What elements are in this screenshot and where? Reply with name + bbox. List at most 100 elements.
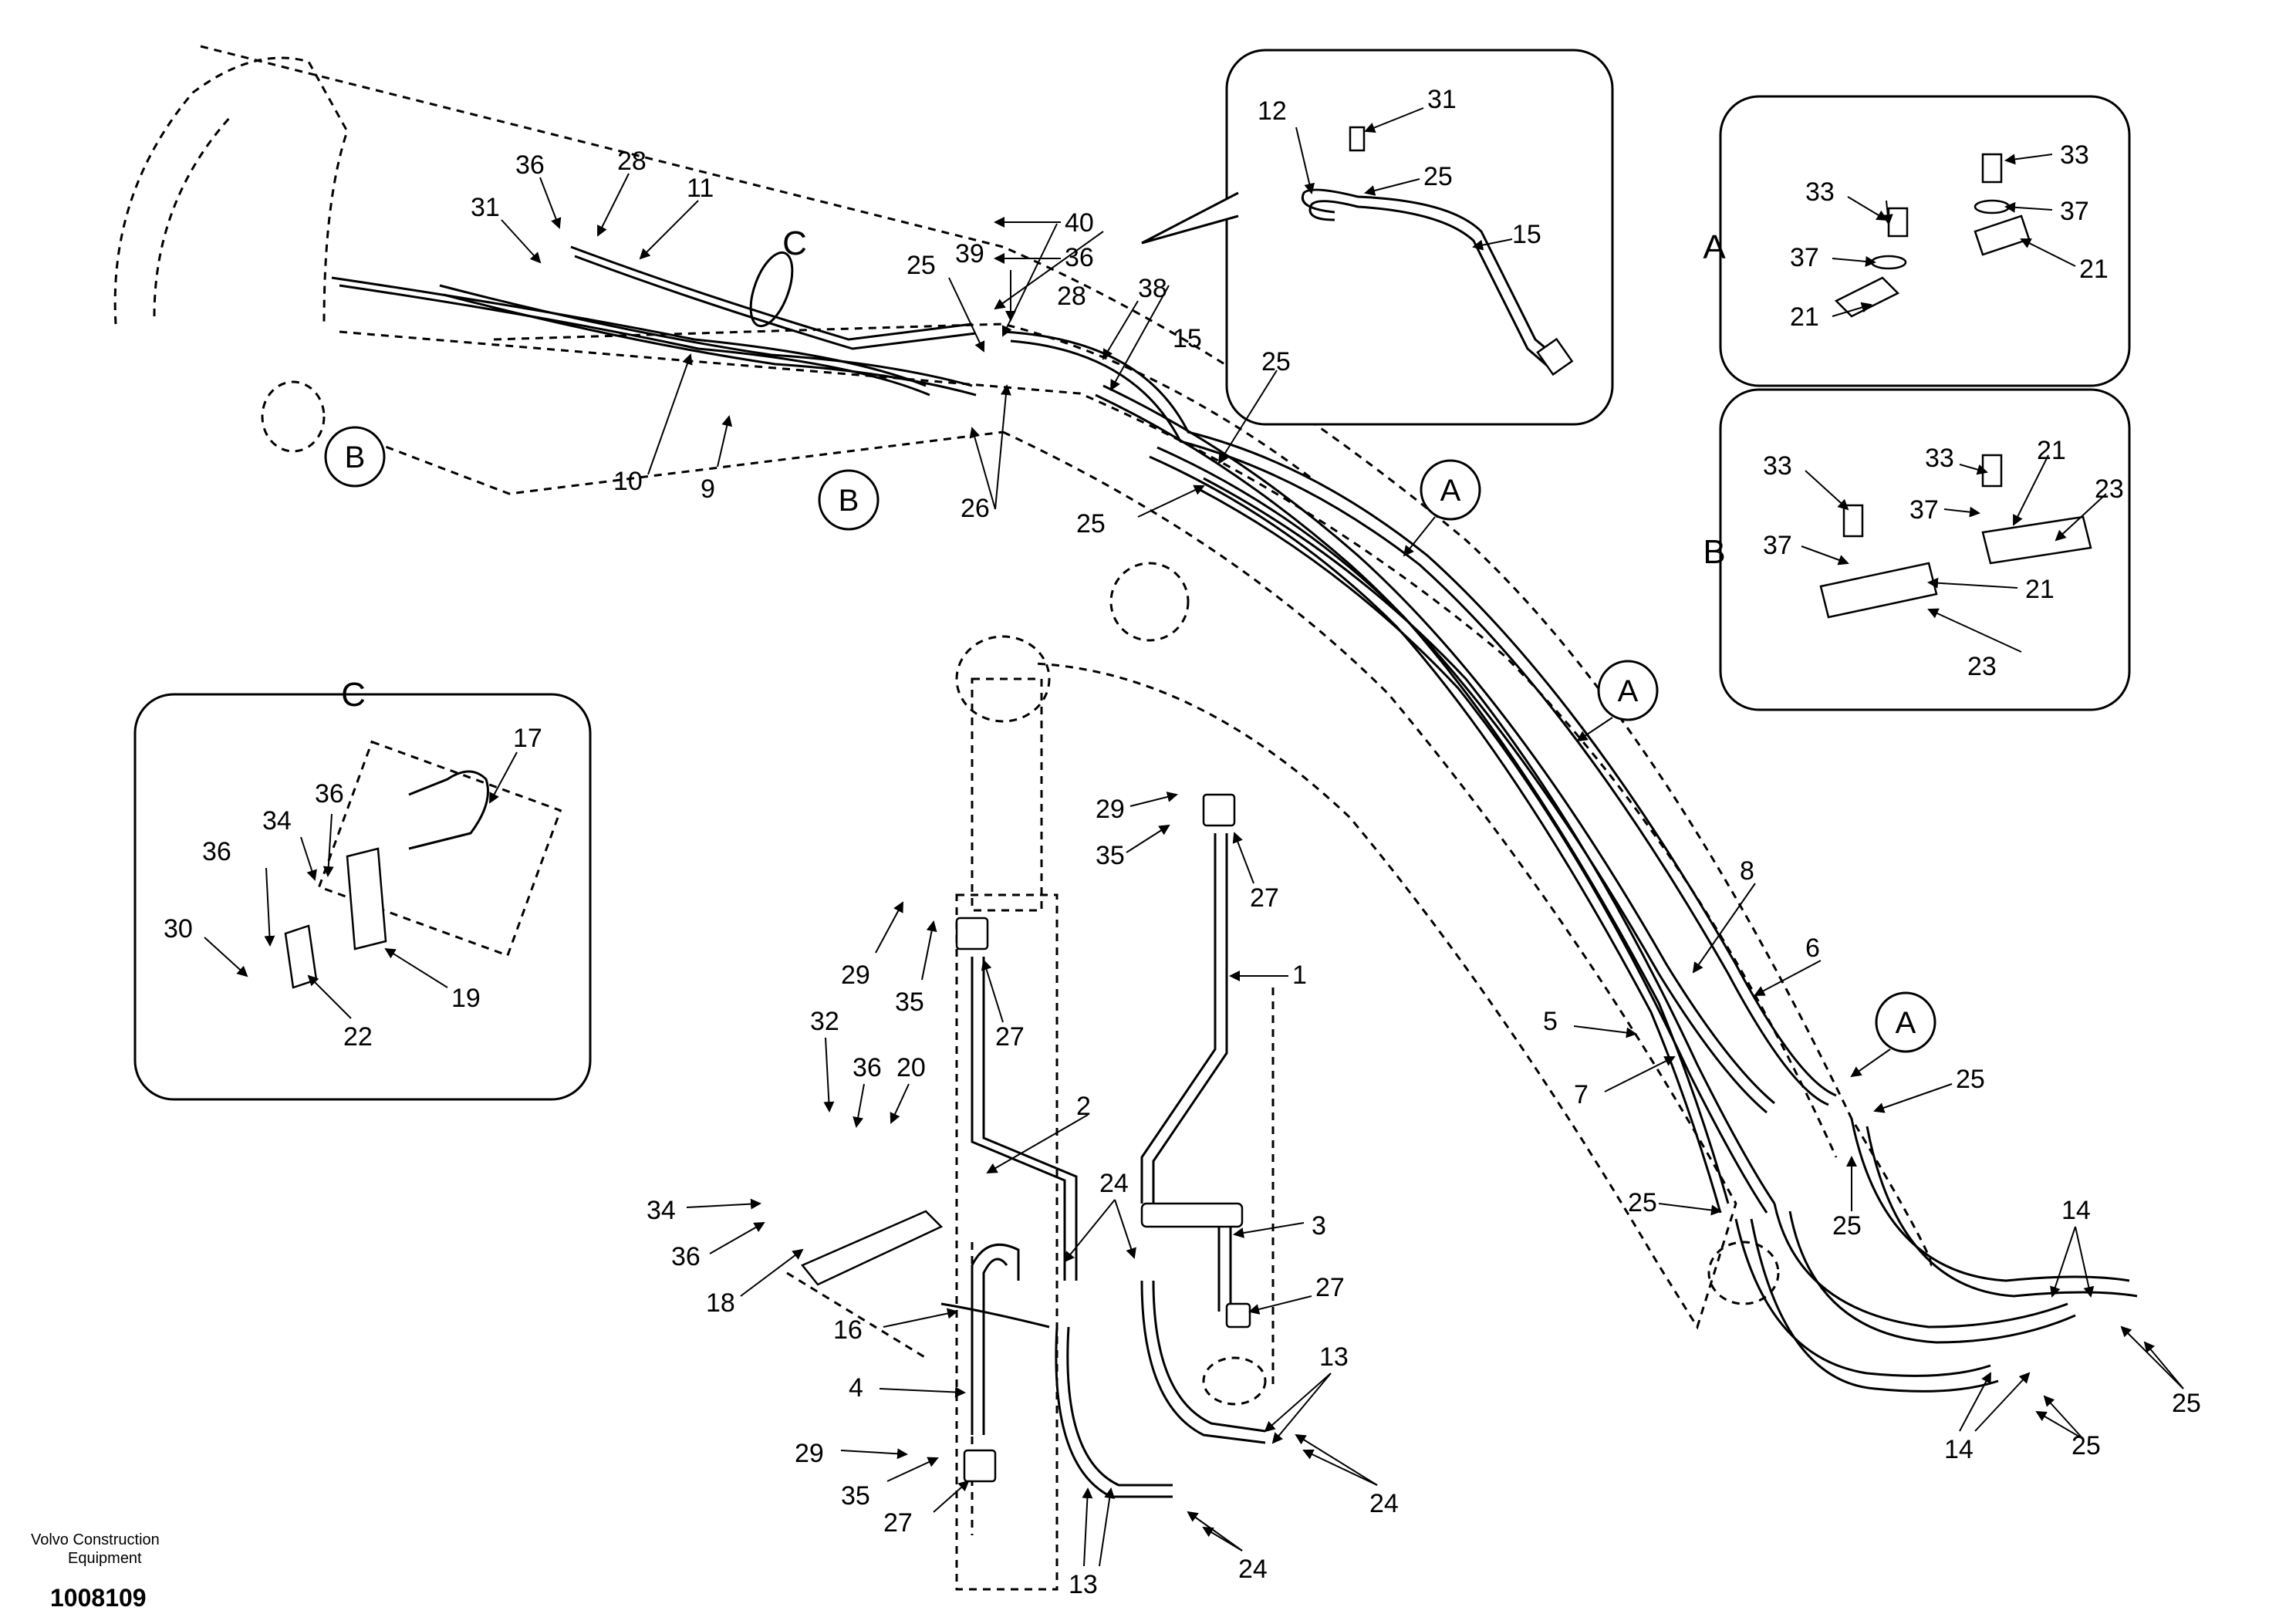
callout-32: 32 [810, 1007, 839, 1036]
callout-29-bottom: 29 [795, 1439, 824, 1468]
detail-box-b [1719, 388, 2131, 711]
reference-badges: B B A A A C A B C [324, 225, 1936, 1053]
callout-6: 6 [1805, 934, 1820, 963]
callout-25-right-c: 25 [1832, 1211, 1862, 1241]
callout-3: 3 [1312, 1211, 1326, 1241]
callout-11: 11 [687, 174, 714, 203]
callout-9: 9 [701, 474, 715, 504]
callout-14-lower: 14 [1944, 1435, 1974, 1464]
callout-30: 30 [164, 914, 193, 944]
callout-2: 2 [1076, 1092, 1091, 1121]
callout-22: 22 [343, 1022, 373, 1052]
leader-lines [204, 107, 2184, 1567]
callout-35-bottom: 35 [841, 1481, 870, 1511]
callout-34-c: 34 [262, 806, 292, 836]
callout-36-main-right: 36 [1065, 243, 1094, 272]
callout-4: 4 [849, 1373, 863, 1403]
callout-33-b-left: 33 [1763, 451, 1792, 481]
callout-21-a-right: 21 [2079, 255, 2109, 284]
badge-b-2: B [839, 484, 859, 518]
callout-13-right: 13 [1319, 1342, 1349, 1372]
callout-28-main-left: 28 [617, 147, 647, 176]
callout-25-right-b: 25 [1628, 1188, 1657, 1217]
callout-18: 18 [706, 1288, 735, 1318]
callout-31-main: 31 [471, 193, 500, 222]
machine-outline [113, 45, 1933, 1591]
section-c-marker: C [782, 225, 807, 262]
callout-37-b-top: 37 [1909, 495, 1939, 525]
callout-23-b-top: 23 [2095, 474, 2124, 504]
callout-36-c-left: 36 [202, 837, 231, 866]
callout-16: 16 [833, 1315, 863, 1345]
callout-8: 8 [1740, 856, 1754, 886]
badge-a-3: A [1896, 1006, 1916, 1040]
detail-a-title: A [1703, 228, 1726, 266]
callout-33-a-left: 33 [1805, 177, 1835, 207]
callout-29-mid: 29 [841, 961, 870, 990]
callout-25-right-e: 25 [2071, 1431, 2101, 1460]
callout-labels: 31 36 28 11 10 9 26 25 39 28 40 36 38 15… [164, 85, 2201, 1599]
callout-36-main-top: 36 [515, 150, 545, 180]
boom-pipes [331, 245, 2138, 1393]
callout-34-main: 34 [647, 1196, 676, 1225]
callout-21-b-top: 21 [2037, 436, 2066, 465]
callout-27-top: 27 [1250, 883, 1279, 913]
callout-31-detail: 31 [1427, 85, 1457, 114]
callout-15-detail: 15 [1512, 220, 1541, 249]
callout-21-b-bottom: 21 [2025, 575, 2055, 604]
detail-box-c [133, 693, 592, 1101]
callout-25-top-a: 25 [907, 251, 936, 280]
drawing-number: 1008109 [50, 1584, 147, 1612]
callout-12: 12 [1258, 96, 1287, 126]
callout-25-top-c: 25 [1076, 509, 1106, 539]
callout-24-bottom: 24 [1238, 1555, 1268, 1584]
callout-40: 40 [1065, 208, 1094, 238]
badge-b-1: B [345, 441, 366, 474]
callout-27-mid: 27 [995, 1022, 1025, 1052]
callout-14-upper: 14 [2061, 1196, 2091, 1225]
callout-37-a-left: 37 [1790, 243, 1819, 272]
callout-20: 20 [896, 1053, 926, 1082]
callout-24-right: 24 [1369, 1489, 1399, 1518]
company-name-line2: Equipment [68, 1550, 142, 1567]
callout-1: 1 [1292, 961, 1307, 990]
callout-33-b-right: 33 [1925, 444, 1954, 473]
callout-21-a-left: 21 [1790, 302, 1819, 332]
callout-17: 17 [513, 724, 542, 753]
callout-24-top: 24 [1099, 1169, 1129, 1198]
callout-19: 19 [451, 984, 481, 1013]
badge-a-2: A [1618, 674, 1639, 708]
detail-c-title: C [341, 676, 366, 714]
detail-box-a [1719, 95, 2131, 387]
callout-39: 39 [955, 239, 984, 268]
callout-36-lower: 36 [671, 1242, 701, 1271]
callout-7: 7 [1574, 1080, 1589, 1109]
callout-35-mid: 35 [895, 988, 924, 1017]
footer: Volvo Construction Equipment 1008109 [31, 1531, 160, 1612]
callout-25-right-a: 25 [1956, 1065, 1985, 1094]
callout-36-mid: 36 [853, 1053, 882, 1082]
callout-15-main: 15 [1173, 324, 1202, 353]
callout-37-b-left: 37 [1763, 531, 1792, 560]
callout-27-lower-right: 27 [1315, 1273, 1345, 1302]
callout-36-c-top: 36 [315, 779, 344, 809]
callout-25-top-b: 25 [1261, 347, 1291, 376]
callout-25-right-d: 25 [2172, 1389, 2201, 1418]
detail-b-title: B [1703, 533, 1725, 571]
detail-box-top [1141, 49, 1614, 426]
callout-28-main-right: 28 [1057, 282, 1086, 311]
callout-38: 38 [1138, 274, 1167, 303]
callout-5: 5 [1543, 1007, 1558, 1036]
badge-a-1: A [1440, 474, 1461, 508]
callout-35-top: 35 [1096, 841, 1125, 870]
callout-25-detail: 25 [1423, 162, 1453, 191]
callout-13-bottom: 13 [1069, 1570, 1098, 1599]
callout-33-a-right: 33 [2060, 140, 2089, 170]
callout-29-top: 29 [1096, 795, 1125, 824]
callout-23-b-bottom: 23 [1967, 652, 1997, 681]
callout-26: 26 [961, 494, 990, 523]
cylinder-pipes [801, 793, 1266, 1498]
callout-10: 10 [613, 467, 643, 496]
callout-27-bottom: 27 [883, 1508, 913, 1538]
